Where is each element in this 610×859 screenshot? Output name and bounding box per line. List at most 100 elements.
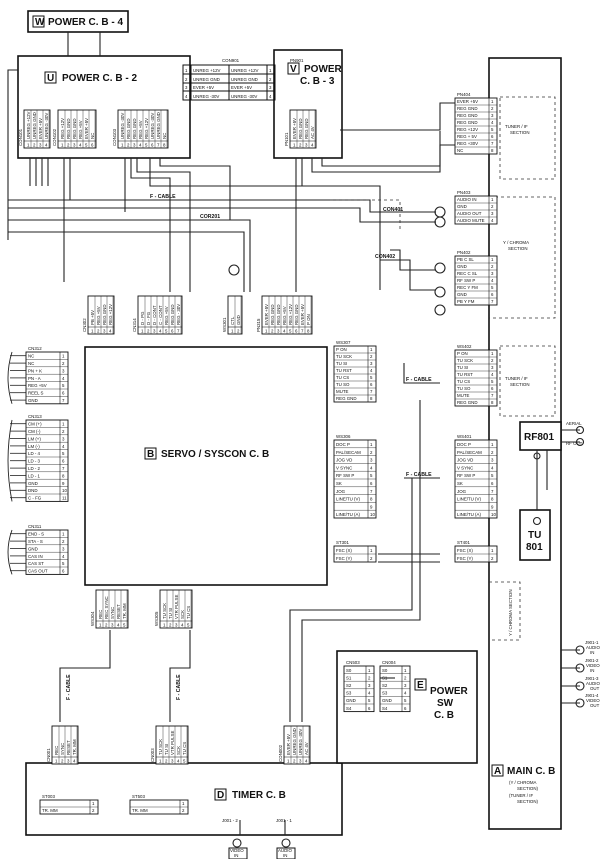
ws301-name: WS301 [222,317,227,332]
rf801-label: RF801 [524,432,554,443]
ws305-pin-number: 3 [175,623,178,628]
cn314-pin-label: D - FG [146,311,151,325]
con402-label: CON402 [375,254,395,260]
con002-pin-label: UNREG GND [292,728,297,755]
fcable-label-timer-1: F - CABLE [66,674,72,700]
ws401-row-number: 8 [491,497,494,502]
board-a-note4: SECTION) [517,799,539,804]
cn314-pin-label: C - CONT [158,305,163,325]
cn503-row-number: 1 [368,668,371,673]
cn313-row-label: LD - 2 [28,466,41,471]
board-v-letter: V [290,64,297,75]
con102-pin-label: REG +5V [78,120,83,139]
con103-pin-label: REG +12V [144,118,149,139]
pn404-row-label: REG +12V [457,127,478,132]
con101-pin-label: EVER +5V [38,118,43,139]
pn315-pin-label: EVER +5V [300,304,305,325]
ws402-row-label: MUTE [457,393,470,398]
st401-row-number: 2 [491,556,494,561]
con103-pin-label: REG GND [126,119,131,140]
cn313-row-number: 5 [62,451,65,456]
cn314-pin-label: D - CONT [152,305,157,325]
cn503-row-label: S1 [346,675,352,680]
st503-row-label: TR. MM [132,808,148,813]
j001-1-label2: IN [283,853,287,858]
ws307-row-label: TU SO [336,382,350,387]
pn315-pin-number: 3 [277,329,280,334]
cn313-name: CN313 [28,414,42,419]
cn003-pin-label: SCK [176,746,181,755]
j001-1-name: J001 - 1 [276,818,292,823]
cn312-name: CN312 [28,346,42,351]
ws306-row-number: 2 [370,450,373,455]
ws301-pin-label: CTL [230,316,235,325]
cn004-row-label: GND [382,698,392,703]
cn503-row-number: 6 [368,706,371,711]
cn311-row-label: CAS OUT [28,569,48,574]
cn004-name: CN004 [382,660,396,665]
con101-name: CON101 [18,128,23,146]
pn402-row-label: REC Y FM [457,285,478,290]
ws306-row-label: PAL/SECAM [336,450,361,455]
st301-row-label: FSC (X) [336,548,352,553]
cn314-pin-number: 3 [153,329,156,334]
svg-text:J901-2: J901-2 [585,658,599,663]
pn315-pin-label: REG +12V [288,304,293,325]
cn004-row-label: S3 [382,691,388,696]
tu801-label1: TU [528,530,541,541]
cn001-pin-number: 1 [55,759,58,764]
ws401-row-number: 6 [491,481,494,486]
con401-label: CON401 [383,207,403,213]
cn312-row-label: GND [28,398,38,403]
ws401-row-number: 9 [491,504,494,509]
pn402-row-number: 4 [491,278,494,283]
con002-name: CON002 [278,744,283,762]
j001-2-label2: IN [234,853,238,858]
ws301-pin-number: 1 [231,329,234,334]
pn403-row-number: 4 [491,218,494,223]
tuner-if2-l1: TUNER / IF [505,376,528,381]
pn403-row-number: 1 [491,197,494,202]
board-d-title: TIMER C. B [232,790,286,801]
con102-pin-label: REG GND [66,119,71,140]
ws401-row-label: PAL/SECAM [457,450,482,455]
cn004-row-label: S2 [382,683,388,688]
cn312-row-number: 3 [62,368,65,373]
ws307-row-number: 8 [370,396,373,401]
pn402-row-number: 7 [491,299,494,304]
st503-row-number: 1 [182,801,185,806]
pn315-pin-number: 1 [265,329,268,334]
con002-pin-label: UNREG -30V [298,729,303,755]
ws401-row-label: SK [457,481,463,486]
con901-name: CON901 [222,58,240,63]
cn004-row-label: S0 [382,668,388,673]
board-e-title: POWER [430,686,469,697]
con002-pin-label: EVER +5V [286,734,291,755]
cn313-row-number: 10 [62,488,67,493]
cn313-row-label: GND [28,481,38,486]
ws305-pin-number: 1 [163,623,166,628]
ws304-pin-number: 5 [123,623,126,628]
pn403-row-number: 2 [491,204,494,209]
fcable-label-top: F - CABLE [150,194,176,200]
pn403-row-label: AUDIO OUT [457,211,482,216]
ws402-row-number: 5 [491,379,494,384]
svg-text:4: 4 [269,94,272,99]
con101-pin-label: UNREG +12V [26,111,31,139]
ws402-row-number: 8 [491,400,494,405]
pn101-pin-label: REG GND [304,119,309,140]
cn004-row-number: 5 [404,698,407,703]
rfout-label: RF OUT [566,441,583,446]
ws402-row-number: 6 [491,386,494,391]
pn315-pin-label: EVER +5V [264,304,269,325]
svg-text:UNREG +12V: UNREG +12V [231,68,259,73]
ws401-row-label: DOC P [457,442,471,447]
cn313-row-label: LD - 3 [28,459,41,464]
board-d-frame [25,762,343,836]
